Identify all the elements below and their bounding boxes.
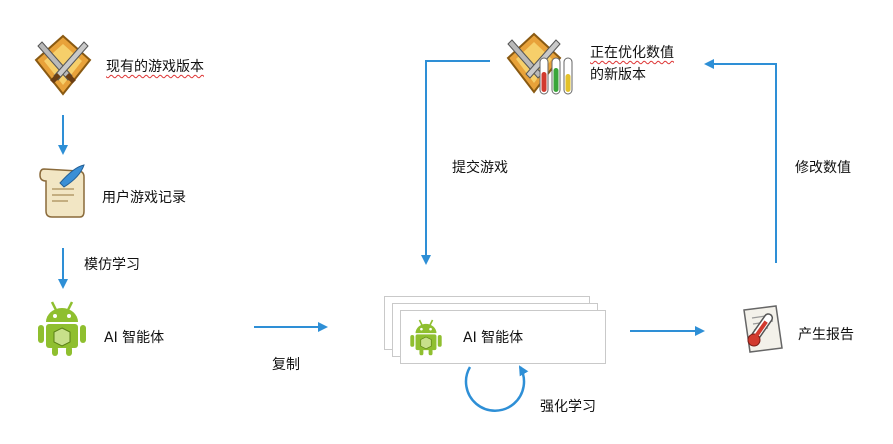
agent-stack-card-front: AI 智能体 bbox=[400, 310, 606, 364]
android-icon bbox=[410, 319, 442, 356]
scroll-quill-icon bbox=[39, 164, 85, 218]
arrow-report-to-new-version bbox=[704, 59, 777, 263]
new-version-label-line1: 正在优化数值 bbox=[590, 45, 674, 61]
thermometer-report-icon bbox=[743, 305, 783, 353]
reinforcement-learning-label: 强化学习 bbox=[540, 399, 596, 415]
report-node: 产生报告 bbox=[738, 302, 888, 358]
swords-shield-icon bbox=[34, 34, 92, 96]
report-label: 产生报告 bbox=[798, 327, 854, 343]
existing-version-label: 现有的游戏版本 bbox=[106, 59, 204, 75]
modify-values-label: 修改数值 bbox=[795, 160, 851, 176]
ai-agent-stack-label: AI 智能体 bbox=[463, 330, 524, 346]
copy-label: 复制 bbox=[272, 357, 300, 373]
ai-agent-left-node: AI 智能体 bbox=[36, 298, 236, 360]
new-version-node: 正在优化数值 的新版本 bbox=[502, 28, 732, 100]
new-version-label-line2: 的新版本 bbox=[590, 67, 646, 83]
user-records-label: 用户游戏记录 bbox=[102, 190, 186, 206]
arrow-new-version-to-stack bbox=[421, 60, 490, 265]
ai-agent-left-label: AI 智能体 bbox=[104, 330, 165, 346]
swords-potions-icon bbox=[506, 32, 573, 95]
reinforcement-loop-arrow bbox=[464, 365, 529, 412]
existing-version-node: 现有的游戏版本 bbox=[28, 32, 268, 98]
user-records-node: 用户游戏记录 bbox=[36, 163, 256, 223]
imitation-learning-label: 模仿学习 bbox=[84, 257, 140, 273]
android-icon bbox=[38, 301, 86, 356]
submit-game-label: 提交游戏 bbox=[452, 160, 508, 176]
